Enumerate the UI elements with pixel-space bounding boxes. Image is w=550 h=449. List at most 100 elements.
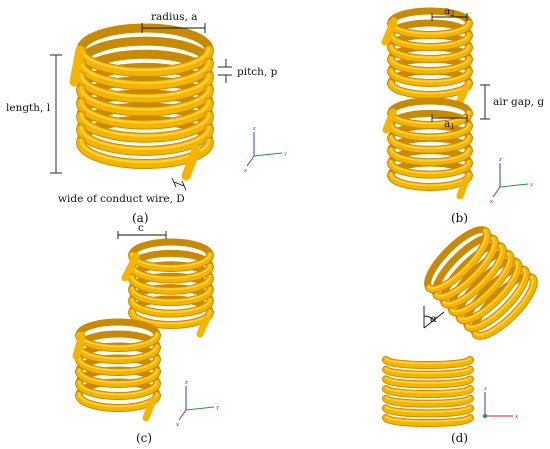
panel-a: radius, a pitch, p length, l wide of con… <box>6 11 287 225</box>
coil-b-bottom <box>387 97 473 191</box>
coil-turn <box>129 274 213 294</box>
c-label: c <box>138 222 144 234</box>
x-axis <box>246 155 255 167</box>
coil-turn <box>385 396 471 403</box>
y-axis-label: y <box>530 182 533 188</box>
coil-turn <box>388 122 472 141</box>
coil-turn <box>77 59 213 90</box>
coil-d-tilted <box>424 226 538 340</box>
coil-turn <box>385 405 471 413</box>
coil-turn <box>388 147 472 166</box>
coil-turn <box>78 344 158 360</box>
coil-turn <box>77 46 213 76</box>
y-axis-dot <box>483 414 487 418</box>
y-axis-label: y <box>284 151 287 157</box>
coil-d-upright <box>382 356 474 427</box>
coil-turn <box>78 380 158 396</box>
coil-turn-back <box>387 97 473 117</box>
coil-turn <box>78 356 158 372</box>
alpha-label: α <box>430 313 437 325</box>
coil-turn <box>79 60 211 85</box>
coil-turn-back <box>128 238 214 259</box>
coil-turn <box>76 344 160 363</box>
radius-dimension <box>141 23 206 33</box>
coil-turn <box>79 86 211 111</box>
panel-b: a2 a1 air gap, g zyx (b) <box>381 5 544 225</box>
coil-turn <box>383 395 473 407</box>
coil-turn <box>388 44 472 62</box>
coil-turn <box>385 386 471 394</box>
coil-turn <box>129 263 213 283</box>
coil-turn <box>76 380 160 399</box>
coil-turn-back <box>424 226 490 292</box>
x-axis-label: x <box>244 168 247 174</box>
coil-turn <box>78 368 158 384</box>
coil-turn <box>385 367 471 374</box>
c-dimension <box>117 231 167 239</box>
coil-turn <box>457 259 522 324</box>
coil-turn <box>390 68 470 83</box>
coil-turn <box>383 357 473 368</box>
coil-c-left-lead-bottom <box>142 396 157 422</box>
coil-a-lead-left <box>69 45 85 87</box>
coil-turn <box>383 366 473 378</box>
coil-turn <box>131 298 211 313</box>
axes-c: z y x <box>176 380 219 428</box>
length-label: length, l <box>6 102 51 114</box>
axes-b: z y x <box>490 157 533 205</box>
coil-b-bottom-lead <box>382 108 397 134</box>
x-axis-label: x <box>490 199 493 205</box>
coil-turn <box>458 260 518 320</box>
x-axis-label: x <box>176 422 179 428</box>
coil-turn <box>464 266 529 331</box>
coil-turn <box>131 286 211 302</box>
coil-a <box>76 23 214 169</box>
coil-turn <box>77 111 213 142</box>
coil-c-right-lead <box>121 252 140 282</box>
z-axis-label: z <box>484 386 487 392</box>
coil-turn <box>77 72 213 103</box>
z-axis-label: z <box>185 380 188 386</box>
x-axis <box>178 409 187 421</box>
panel-label-d: (d) <box>451 431 468 445</box>
coil-turn <box>390 135 470 150</box>
panel-c: c z y x (c) <box>72 222 219 445</box>
coil-turn <box>385 415 471 423</box>
coil-turn <box>427 229 487 289</box>
coil-turn <box>390 32 470 47</box>
wire-width-dimension <box>171 177 187 191</box>
z-axis-label: z <box>499 157 502 163</box>
wire-width-label: wide of conduct wire, D <box>58 193 185 205</box>
y-axis-label: y <box>216 405 219 411</box>
coil-turn <box>442 244 503 305</box>
coil-turn <box>129 297 213 317</box>
coil-turn <box>450 252 511 313</box>
coil-turn <box>390 160 470 174</box>
coil-turn <box>390 44 470 59</box>
coil-turn <box>76 368 160 387</box>
a2-dimension <box>431 13 468 21</box>
coil-turn <box>388 68 472 86</box>
coil-turn <box>383 405 473 417</box>
coil-turn <box>466 268 526 328</box>
axes-a: z y x <box>244 126 287 174</box>
air-gap-label: air gap, g <box>493 96 544 108</box>
coil-turn <box>77 138 213 168</box>
coil-turn <box>131 263 211 279</box>
coil-turn <box>388 56 472 74</box>
coil-b-top <box>387 7 473 99</box>
axes-d: zx <box>483 386 518 420</box>
coil-turn <box>388 32 472 50</box>
coil-turn <box>441 243 506 308</box>
coil-turn <box>76 356 160 375</box>
coil-turn <box>390 147 470 162</box>
y-axis <box>499 183 529 188</box>
coil-turn <box>472 274 537 339</box>
z-axis-label: z <box>253 126 256 132</box>
a1-dimension <box>431 114 468 122</box>
coil-c-left <box>75 318 161 412</box>
coil-turn <box>77 124 213 155</box>
radius-label: radius, a <box>151 11 197 23</box>
panel-label-c: (c) <box>136 431 152 445</box>
coil-turn <box>129 286 213 306</box>
